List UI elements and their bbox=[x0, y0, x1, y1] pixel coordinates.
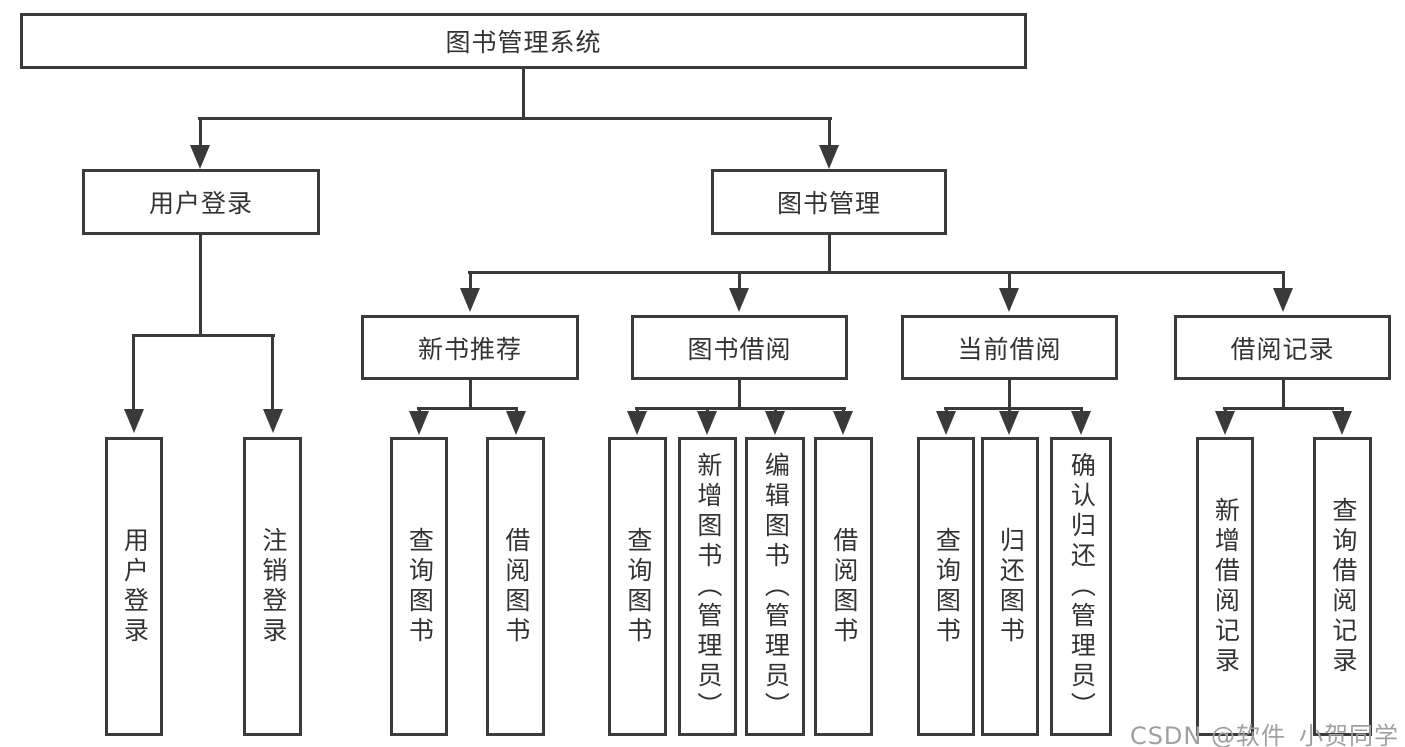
node-root-label: 图书管理系统 bbox=[445, 28, 602, 57]
leaf-user-login-label: 用户登录 bbox=[120, 526, 150, 647]
leaf-query-book-1-label: 查询图书 bbox=[405, 526, 435, 647]
connector-drop-d2 bbox=[1080, 407, 1083, 413]
connector-current-borrow-stem bbox=[1008, 380, 1011, 410]
connector-book-borrow-stem bbox=[738, 380, 741, 410]
connector-drop-b0 bbox=[418, 407, 421, 413]
leaf-add-book-admin-label: 新增图书（管理员） bbox=[693, 451, 723, 722]
node-borrow-records: 借阅记录 bbox=[1174, 315, 1391, 380]
arrow-d1 bbox=[999, 411, 1019, 435]
arrow-b1 bbox=[506, 411, 526, 435]
connector-user-login-bar bbox=[133, 334, 275, 337]
leaf-confirm-return-admin: 确认归还（管理员） bbox=[1050, 437, 1112, 736]
leaf-add-book-admin: 新增图书（管理员） bbox=[678, 437, 737, 736]
connector-drop-leaf-logout bbox=[271, 334, 274, 409]
connector-drop-book-management bbox=[828, 120, 831, 146]
leaf-query-book-2-label: 查询图书 bbox=[623, 526, 653, 647]
arrow-book-borrow bbox=[729, 288, 749, 312]
csdn-watermark: CSDN @软件_小贺同学 bbox=[1129, 722, 1399, 747]
leaf-return-book: 归还图书 bbox=[981, 437, 1039, 736]
node-root: 图书管理系统 bbox=[20, 13, 1027, 69]
connector-new-book-stem bbox=[469, 380, 472, 410]
connector-drop-d1 bbox=[1008, 407, 1011, 413]
leaf-borrow-book-1-label: 借阅图书 bbox=[501, 526, 531, 647]
arrow-c3 bbox=[833, 411, 853, 435]
leaf-query-book-3: 查询图书 bbox=[917, 437, 975, 736]
arrow-user-login bbox=[190, 145, 210, 169]
leaf-add-borrow-record-label: 新增借阅记录 bbox=[1211, 496, 1241, 677]
leaf-query-borrow-record: 查询借阅记录 bbox=[1313, 437, 1372, 736]
connector-drop-c3 bbox=[842, 407, 845, 413]
arrow-leaf-user-login bbox=[124, 409, 144, 433]
connector-book-management-stem bbox=[828, 235, 831, 274]
connector-level2-bar bbox=[198, 117, 832, 120]
connector-drop-leaf-user-login bbox=[132, 334, 135, 409]
connector-drop-c1 bbox=[706, 407, 709, 413]
connector-level3-bar bbox=[468, 271, 1285, 274]
arrow-c2 bbox=[765, 411, 785, 435]
connector-drop-current-borrow bbox=[1008, 274, 1011, 288]
connector-borrow-records-stem bbox=[1282, 380, 1285, 410]
connector-drop-c0 bbox=[636, 407, 639, 413]
arrow-c1 bbox=[697, 411, 717, 435]
node-book-management: 图书管理 bbox=[711, 169, 947, 235]
arrow-d2 bbox=[1071, 411, 1091, 435]
leaf-add-borrow-record: 新增借阅记录 bbox=[1196, 437, 1254, 736]
leaf-query-book-1: 查询图书 bbox=[390, 437, 448, 736]
leaf-edit-book-admin-label: 编辑图书（管理员） bbox=[761, 451, 791, 722]
connector-root-stem bbox=[522, 69, 525, 120]
leaf-query-borrow-record-label: 查询借阅记录 bbox=[1328, 496, 1358, 677]
arrow-c0 bbox=[627, 411, 647, 435]
leaf-logout-label: 注销登录 bbox=[258, 526, 288, 647]
leaf-query-book-3-label: 查询图书 bbox=[932, 526, 962, 647]
connector-new-book-bar bbox=[417, 407, 518, 410]
node-user-login: 用户登录 bbox=[82, 169, 320, 235]
connector-borrow-records-bar bbox=[1223, 407, 1344, 410]
leaf-user-login: 用户登录 bbox=[105, 437, 163, 736]
connector-drop-borrow-records bbox=[1282, 274, 1285, 288]
node-new-book-recommend: 新书推荐 bbox=[361, 315, 579, 380]
node-book-borrow-label: 图书借阅 bbox=[687, 334, 792, 364]
leaf-edit-book-admin: 编辑图书（管理员） bbox=[745, 437, 805, 736]
arrow-leaf-logout bbox=[263, 409, 283, 433]
connector-drop-e1 bbox=[1341, 407, 1344, 413]
connector-current-borrow-bar bbox=[944, 407, 1083, 410]
connector-drop-b1 bbox=[515, 407, 518, 413]
leaf-borrow-book-1: 借阅图书 bbox=[486, 437, 545, 736]
node-book-borrow: 图书借阅 bbox=[631, 315, 848, 380]
leaf-borrow-book-2: 借阅图书 bbox=[814, 437, 873, 736]
connector-drop-d0 bbox=[945, 407, 948, 413]
node-current-borrow: 当前借阅 bbox=[901, 315, 1118, 380]
connector-drop-c2 bbox=[774, 407, 777, 413]
connector-book-borrow-bar bbox=[635, 407, 846, 410]
arrow-new-book bbox=[460, 288, 480, 312]
node-user-login-label: 用户登录 bbox=[148, 189, 253, 218]
node-borrow-records-label: 借阅记录 bbox=[1230, 334, 1335, 364]
arrow-b0 bbox=[409, 411, 429, 435]
leaf-return-book-label: 归还图书 bbox=[996, 526, 1026, 647]
connector-drop-book-borrow bbox=[738, 274, 741, 288]
arrow-d0 bbox=[936, 411, 956, 435]
arrow-borrow-records bbox=[1273, 288, 1293, 312]
arrow-e1 bbox=[1332, 411, 1352, 435]
connector-drop-new-book bbox=[469, 274, 472, 288]
node-new-book-recommend-label: 新书推荐 bbox=[417, 334, 522, 364]
connector-drop-user-login bbox=[199, 120, 202, 146]
node-book-management-label: 图书管理 bbox=[776, 189, 881, 218]
node-current-borrow-label: 当前借阅 bbox=[957, 334, 1062, 364]
connector-drop-e0 bbox=[1224, 407, 1227, 413]
arrow-book-management bbox=[819, 145, 839, 169]
leaf-borrow-book-2-label: 借阅图书 bbox=[829, 526, 859, 647]
leaf-logout: 注销登录 bbox=[243, 437, 302, 736]
arrow-e0 bbox=[1215, 411, 1235, 435]
leaf-confirm-return-admin-label: 确认归还（管理员） bbox=[1067, 451, 1097, 722]
leaf-query-book-2: 查询图书 bbox=[608, 437, 667, 736]
connector-user-login-stem bbox=[199, 235, 202, 337]
arrow-current-borrow bbox=[999, 288, 1019, 312]
